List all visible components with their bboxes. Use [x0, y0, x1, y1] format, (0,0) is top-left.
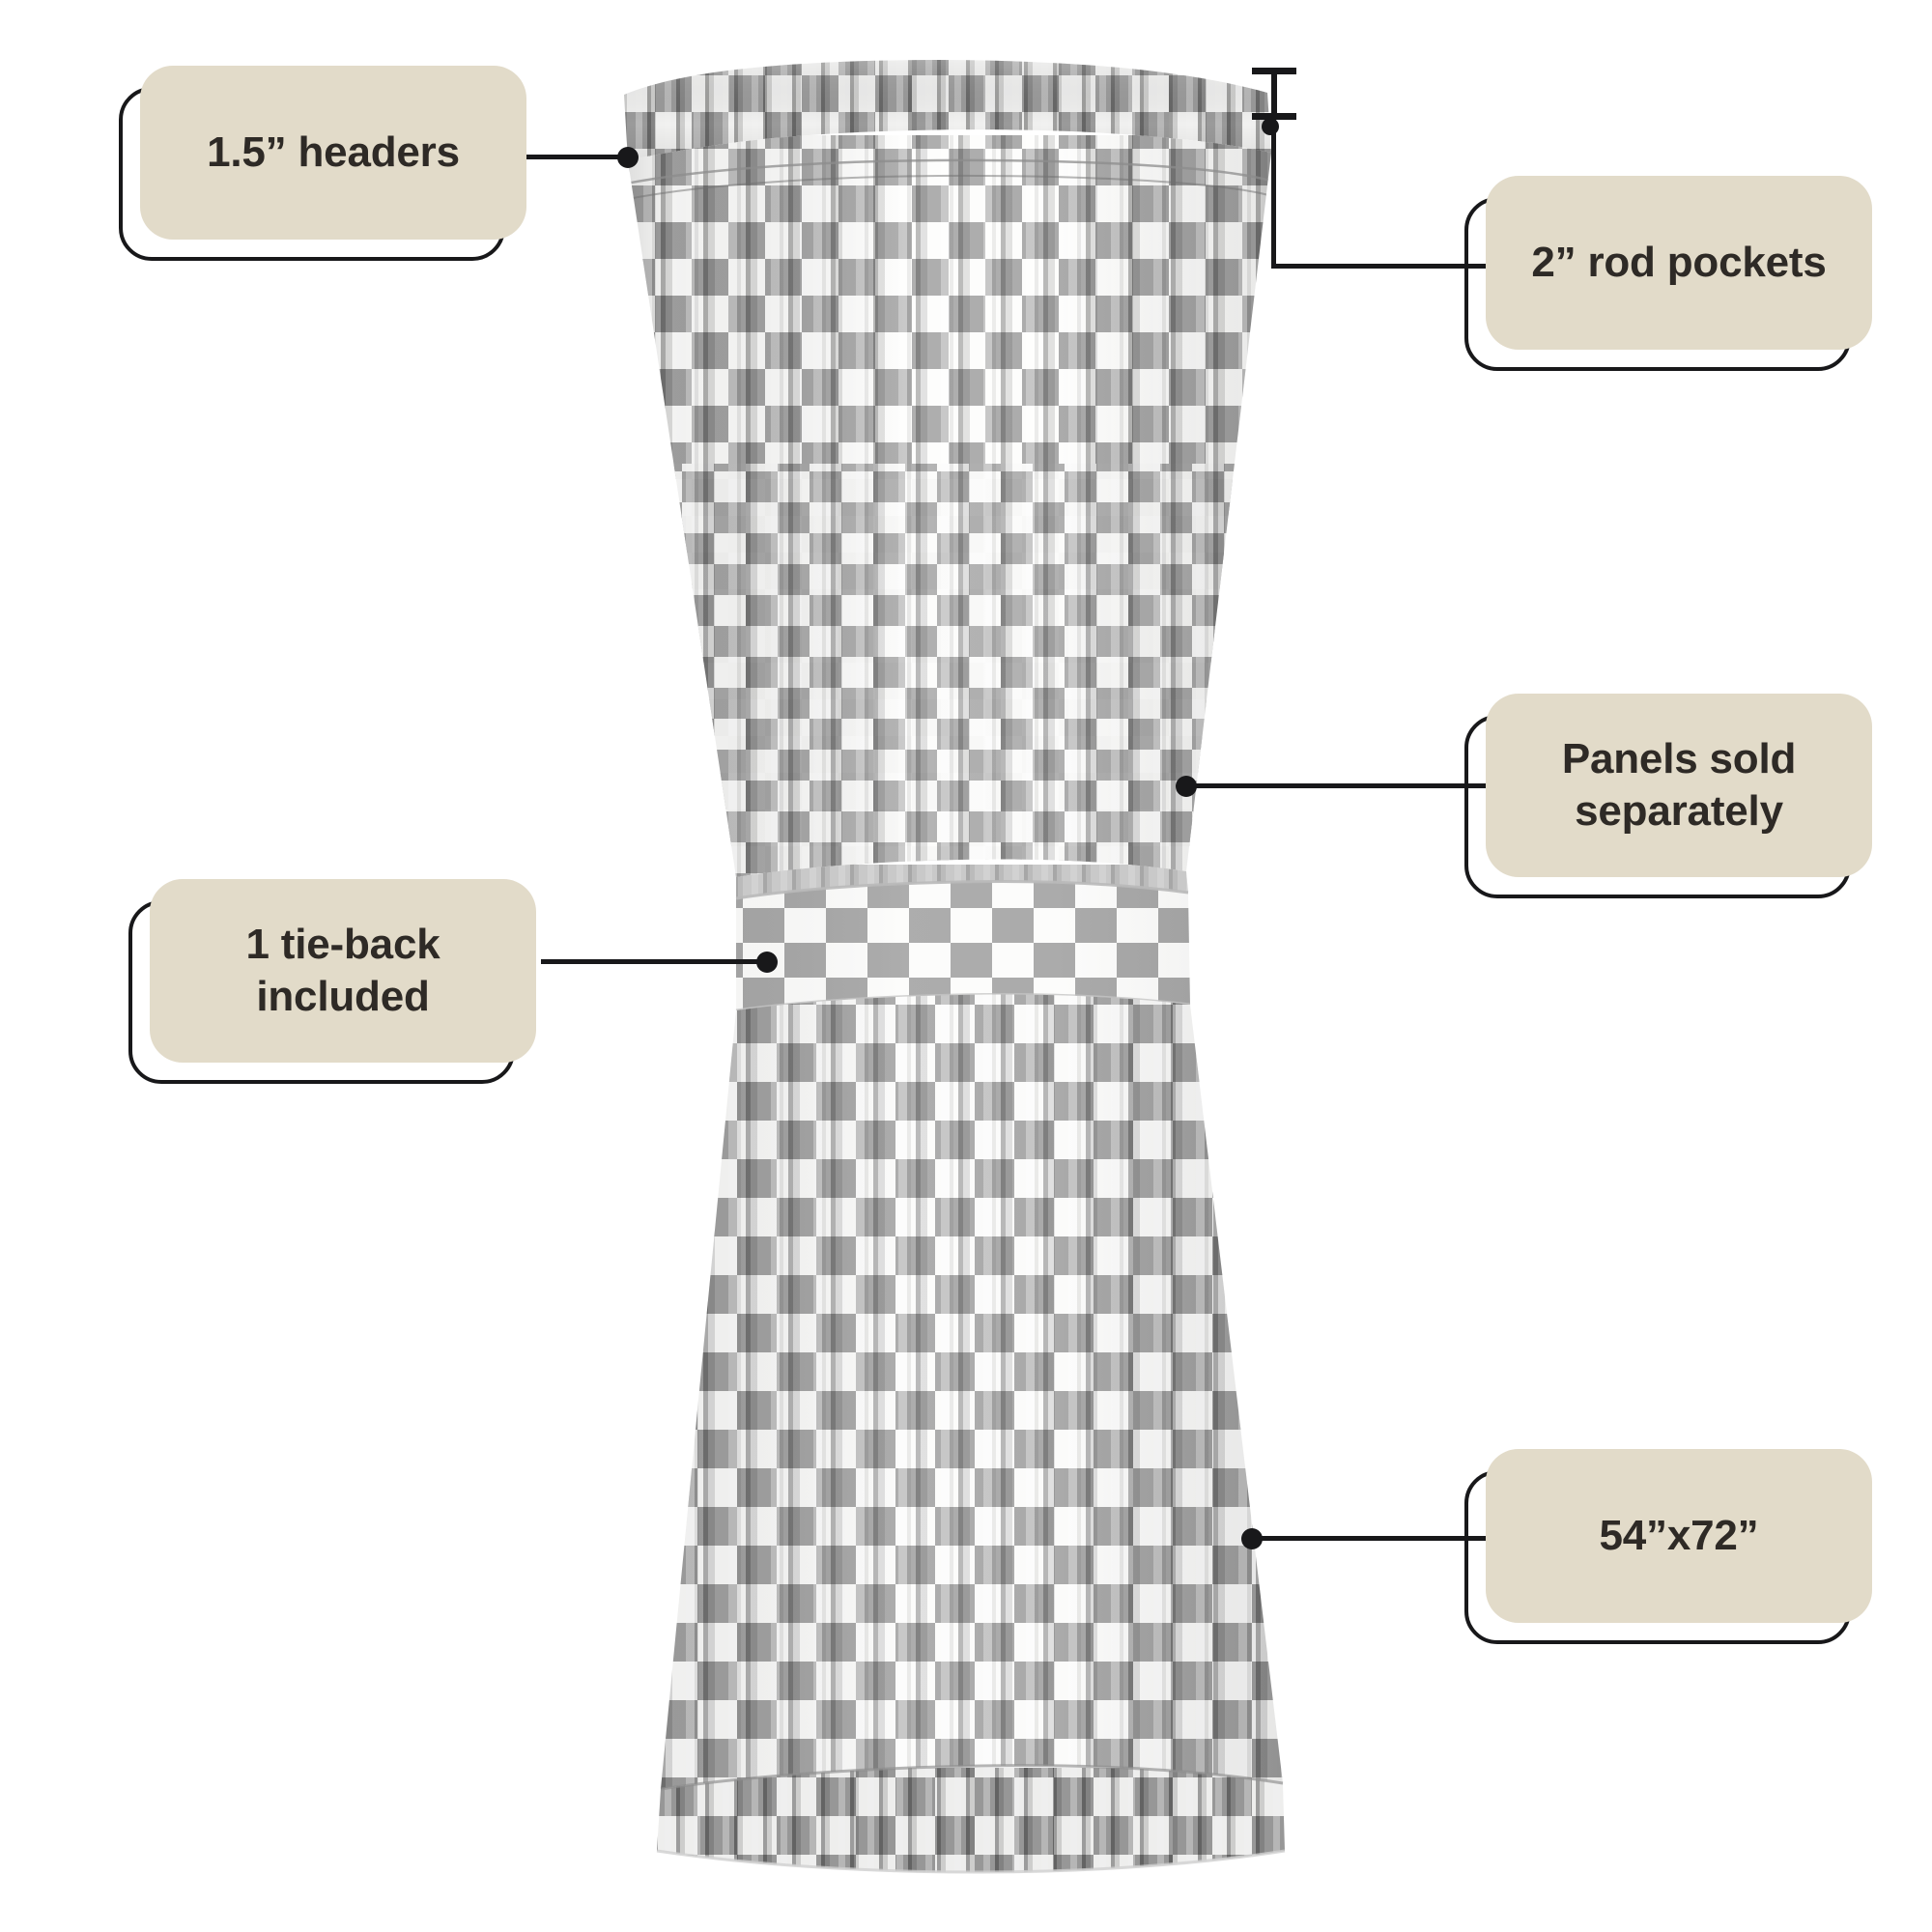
- callout-dimensions[interactable]: 54”x72”: [1464, 1449, 1872, 1644]
- curtain-header-ruffle: [624, 60, 1271, 160]
- leader-line-dimensions: [1256, 1536, 1492, 1541]
- callout-headers-label: 1.5” headers: [207, 128, 460, 177]
- leader-endpoint-rodpockets: [1262, 118, 1279, 135]
- callout-chip-headers: [140, 66, 526, 240]
- callout-rod-pockets[interactable]: 2” rod pockets: [1464, 176, 1872, 371]
- leader-line-tieback: [541, 959, 769, 964]
- callout-rod-pockets-label: 2” rod pockets: [1531, 239, 1827, 287]
- callout-tie-back[interactable]: 1 tie-back included: [128, 879, 536, 1084]
- leader-line-rodpockets-horizontal: [1271, 264, 1486, 269]
- curtain-lower-body: [661, 994, 1283, 1789]
- callout-chip-tie-back: [150, 879, 536, 1063]
- callout-chip-panels: [1486, 694, 1872, 877]
- curtain-hem-ruffle: [657, 1768, 1285, 1872]
- leader-line-panels: [1190, 783, 1492, 788]
- tieback-band: [736, 881, 1190, 1010]
- callout-panels-sold-separately[interactable]: Panels sold separately: [1464, 694, 1872, 898]
- curtain-panel-image: [618, 39, 1294, 1893]
- header-height-measure-icon: [1252, 68, 1296, 120]
- callout-dimensions-label: 54”x72”: [1599, 1512, 1759, 1560]
- callout-chip-dimensions: [1486, 1449, 1872, 1623]
- leader-endpoint-panels: [1176, 776, 1197, 797]
- callout-tie-back-label: 1 tie-back included: [245, 921, 440, 1020]
- curtain-upper-body: [628, 135, 1271, 878]
- leader-line-rodpockets-vertical: [1271, 114, 1276, 269]
- callout-panels-label: Panels sold separately: [1561, 735, 1797, 835]
- leader-endpoint-headers: [617, 147, 639, 168]
- callout-chip-rod-pockets: [1486, 176, 1872, 350]
- leader-endpoint-dimensions: [1241, 1528, 1263, 1549]
- leader-endpoint-tieback: [756, 952, 778, 973]
- callout-headers[interactable]: 1.5” headers: [119, 66, 526, 261]
